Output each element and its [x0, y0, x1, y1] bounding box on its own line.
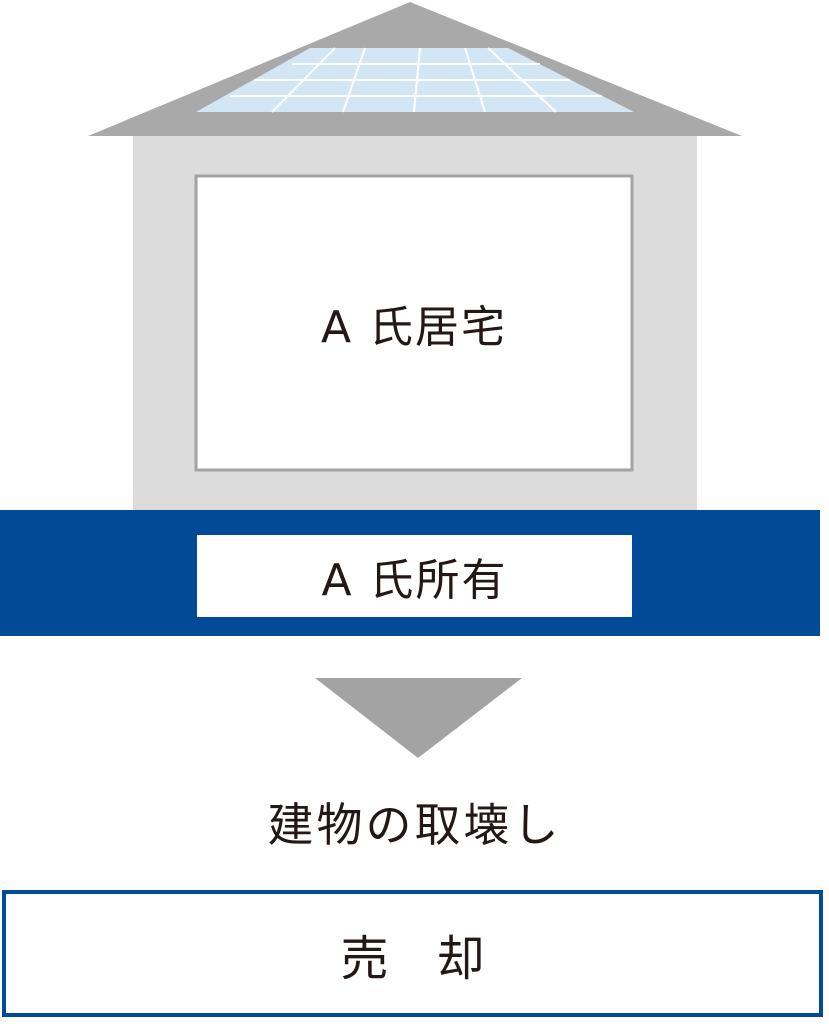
residence-label: A 氏居宅 [320, 302, 508, 353]
solar-panel-icon [196, 47, 634, 113]
demolition-step-label: 建物の取壊し [267, 798, 562, 852]
residence-frame [194, 174, 634, 472]
sale-result-box: 売 却 [2, 890, 823, 1017]
land-owner-label: A 氏所有 [197, 535, 632, 617]
sale-result-label: 売 却 [340, 930, 485, 987]
down-arrow-icon [315, 678, 522, 758]
